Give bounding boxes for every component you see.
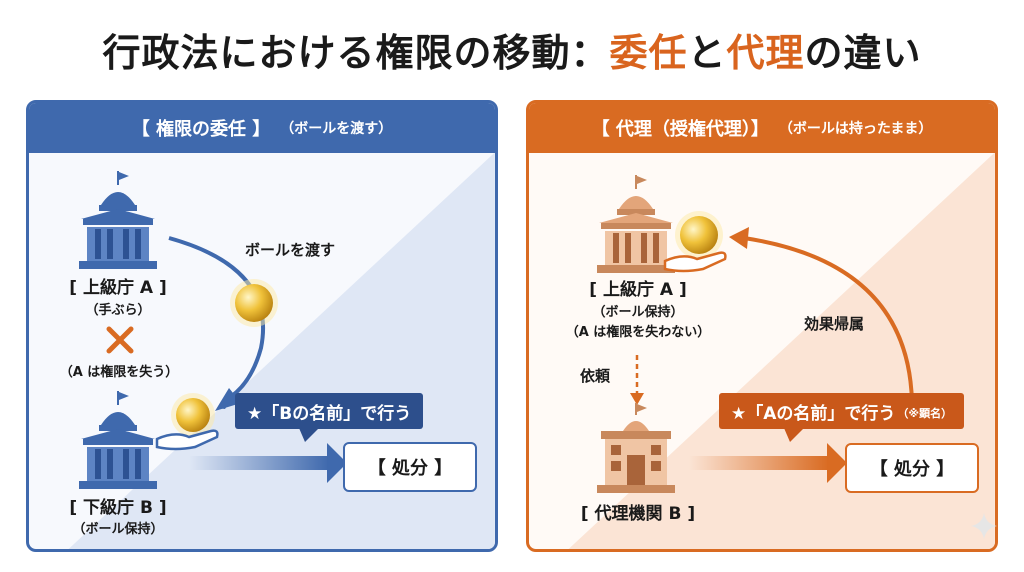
ball-icon-moving: [230, 279, 278, 327]
upper-agency-a-note2: （A は権限を失わない）: [565, 325, 711, 340]
building-icon-agent-b: [597, 403, 675, 493]
agent-b-label: [ 代理機関 B ]: [580, 504, 696, 524]
title-highlight-agency: 代理: [726, 31, 805, 75]
banner-pointer-left: [299, 428, 319, 442]
title-middle: と: [687, 31, 727, 75]
upper-agency-a-note: （手ぶら）: [85, 303, 151, 318]
hand-holding-ball-icon: [663, 211, 727, 273]
pass-ball-arrow: [168, 236, 266, 402]
action-arrow-shaft-left: [189, 456, 329, 470]
disposition-box-left: 【 処分 】: [343, 442, 477, 492]
agency-arrows: [630, 227, 914, 483]
upper-agency-a-note1: （ボール保持）: [592, 305, 684, 320]
lower-agency-b-note: （ボール保持）: [72, 522, 164, 537]
building-icon-upper-a: [79, 171, 157, 269]
delegation-arrows: [168, 236, 347, 483]
agency-header: 【 代理（授権代理）】 （ボールは持ったまま）: [529, 103, 995, 153]
effect-arrow: [743, 236, 914, 404]
banner-name-a-text: ★「Aの名前」で行う: [731, 403, 896, 424]
delegation-panel: 【 権限の委任 】 （ボールを渡す） [ 上級庁 A ] （手ぶら）: [26, 100, 498, 552]
banner-name-b-text: ★「Bの名前」で行う: [247, 403, 412, 424]
title-suffix: の違い: [804, 31, 922, 75]
title-prefix: 行政法における権限の移動：: [102, 31, 610, 75]
delegation-header: 【 権限の委任 】 （ボールを渡す）: [29, 103, 495, 153]
action-arrow-head-right: [827, 443, 847, 483]
authority-lost-note: （A は権限を失う）: [59, 365, 179, 380]
upper-agency-a-label: [ 上級庁 A ]: [69, 278, 167, 298]
action-arrow-head-left: [327, 443, 347, 483]
request-label: 依頼: [579, 367, 610, 385]
banner-name-a-note: （※顕名）: [897, 407, 953, 420]
banner-name-b: ★「Bの名前」で行う: [235, 393, 424, 429]
disposition-box-right: 【 処分 】: [845, 443, 979, 493]
building-icon-lower-b: [79, 391, 157, 489]
cross-icon: [106, 326, 134, 354]
pass-ball-label: ボールを渡す: [244, 241, 335, 259]
action-arrow-shaft-right: [689, 456, 829, 470]
agency-header-sub: （ボールは持ったまま）: [778, 121, 933, 137]
page-title: 行政法における権限の移動：委任と代理の違い: [0, 22, 1024, 77]
banner-pointer-right: [784, 428, 804, 442]
building-icon-upper-a: [597, 175, 675, 273]
agency-header-title: 【 代理（授権代理）】: [591, 119, 769, 140]
lower-agency-b-label: [ 下級庁 B ]: [69, 498, 167, 518]
delegation-header-sub: （ボールを渡す）: [280, 121, 393, 137]
title-highlight-delegation: 委任: [609, 31, 688, 75]
upper-agency-a-label: [ 上級庁 A ]: [589, 280, 687, 300]
delegation-header-title: 【 権限の委任 】: [131, 119, 271, 140]
hand-holding-ball-icon: [155, 393, 219, 451]
agency-panel: 【 代理（授権代理）】 （ボールは持ったまま）: [526, 100, 998, 552]
sparkle-icon: [971, 513, 997, 539]
effect-attribution-label: 効果帰属: [803, 315, 864, 333]
banner-name-a: ★「Aの名前」で行う （※顕名）: [719, 393, 965, 429]
